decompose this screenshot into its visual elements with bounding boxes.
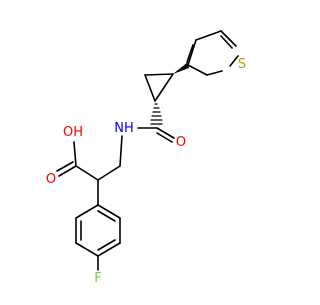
hydroxyl-oh-label: OH: [63, 125, 83, 140]
amide-nh-label: NH: [114, 121, 134, 136]
stereo-wedge-bond: [173, 62, 189, 74]
amide-oxygen-label: O: [176, 135, 186, 150]
backbone: [56, 135, 123, 206]
bond-thiophene-2-inner: [186, 44, 194, 63]
amide-group: [137, 127, 175, 143]
bond-ch2-ch: [97, 165, 121, 181]
fluorine-atom-label: F: [94, 271, 101, 286]
bond-phenyl-inner-2: [97, 239, 116, 251]
bond-phenyl-inner-1: [97, 210, 116, 222]
sulfur-atom-label: S: [238, 57, 246, 72]
bond-thiophene-2: [187, 39, 197, 66]
stereo-hash-bond: [150, 103, 163, 125]
bond-thiophene-s-2: [229, 55, 239, 67]
bond-carbonyl-o-2: [156, 132, 173, 143]
bond-nh-ch2: [119, 135, 123, 167]
molecule-structure: S O NH OH O F: [46, 30, 246, 286]
structure-canvas: S O NH OH O F: [46, 30, 246, 286]
bond-c-oh: [73, 141, 77, 167]
bond-ch-cooh: [75, 165, 99, 181]
bond-c-o-2: [56, 161, 74, 172]
acid-oxygen-label: O: [46, 172, 56, 187]
bond-cyclopropane-3: [154, 73, 174, 102]
bond-thiophene-s-1: [206, 70, 223, 76]
bond-cyclopropane-2: [144, 74, 156, 102]
bond-thiophene-3: [220, 30, 237, 47]
bond-thiophene-4: [187, 64, 208, 76]
bond-phenyl-4: [75, 242, 99, 257]
thiophene-ring: [186, 30, 239, 76]
fluorophenyl-ring: [75, 204, 121, 271]
bond-carbonyl-o-1: [156, 127, 175, 139]
bond-phenyl-1: [97, 204, 121, 219]
cyclopropane-ring: [144, 62, 189, 125]
bond-phenyl-6: [75, 204, 99, 219]
bond-c-o-1: [58, 165, 77, 177]
bond-cyclopropane-1: [144, 73, 174, 76]
bond-phenyl-3: [97, 242, 121, 257]
bond-thiophene-1: [195, 30, 222, 41]
bond-thiophene-3-inner: [220, 35, 233, 49]
